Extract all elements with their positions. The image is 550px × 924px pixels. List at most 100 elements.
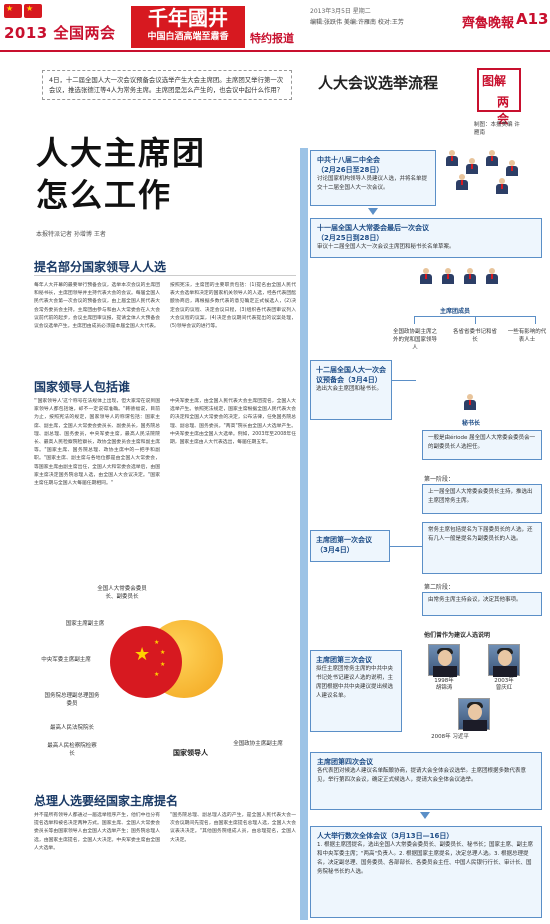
- step-desc: 选出大会主席团和秘书长。: [316, 386, 383, 392]
- step-title: 主席团第一次会议: [316, 536, 372, 544]
- org-cppcc-chair: 全国政协主席副主席: [233, 741, 283, 747]
- photo-year: 2003年: [494, 678, 514, 684]
- phase-2-tag: 第二阶段：: [424, 584, 455, 591]
- photo-caption: 1998年 胡锦涛: [424, 678, 464, 692]
- org-npc-chair: 全国人大常委会委员长、副委员长: [97, 586, 147, 600]
- state-leaders-label: 国家领导人: [173, 749, 208, 757]
- step-desc: 各代表团对候选人建议名单酝酿协商，提请大会全体会议选举。主席团根据多数代表意见，…: [317, 768, 527, 783]
- presidium-member-3: 一些有影响的代表人士: [507, 329, 547, 343]
- body-text-1a: 每年人大开幕的最要举行预备会议，选举本次会议的主席团和秘书长，主席团领导并主持代…: [34, 283, 160, 330]
- logo-text-b: 两会: [497, 95, 510, 126]
- person-icon: [466, 158, 478, 174]
- body-text-3a: 并不是所有领导人都通过一届选举程序产生，他们中也分有提名选举和被名决定两种方式。…: [34, 813, 160, 851]
- connector: [475, 316, 476, 324]
- section-title: 2013 全国两会: [4, 24, 116, 42]
- connector: [392, 380, 416, 381]
- photo-caption: 2003年 曾庆红: [484, 678, 524, 692]
- page-header: ★ ★ 2013 全国两会 千年國井 中国白酒高端至肅香 特约报道 2013年3…: [0, 0, 550, 52]
- portrait-photo: [488, 644, 520, 677]
- person-icon: [456, 174, 468, 190]
- photo-year: 1998年: [434, 678, 454, 684]
- presidium-label: 主席团成员: [440, 308, 471, 315]
- photo-name: 曾庆红: [495, 685, 513, 691]
- body-text-2b: 中央军委主席，由全国人民代表大会主席团提名，全国人大选举产生。依照宪法规定，国家…: [170, 399, 296, 446]
- org-premier: 国务院总理副总理国务委员: [44, 693, 100, 707]
- step-desc: 审议十二届全国人大一次会议主席团和秘书长名单草案。: [317, 244, 455, 250]
- photo-name: 习近平: [452, 734, 469, 740]
- presidium-member-1: 全国政协副主席之外的党和国家领导人: [392, 329, 437, 351]
- step-desc: 1. 根据主席团提名，选出全国人大常委会委员长、副委员长、秘书长；国家主席、副主…: [317, 842, 533, 875]
- flow-step-3: 十二届全国人大一次会议预备会（3月4日） 选出大会主席团和秘书长。: [310, 360, 392, 420]
- subheading-2: 国家领导人包括谁: [34, 380, 131, 394]
- body-text-1b: 按照宪法，主席团的主要职责包括：(1)提名由全国人民代表大会选举和决定的国家机关…: [170, 283, 296, 330]
- flow-arrow: [368, 208, 378, 215]
- flow-step-4: 主席团第一次会议 （3月4日）: [310, 530, 390, 562]
- headline-line-1: 人大主席团: [36, 134, 207, 172]
- headline-line-2: 怎么工作: [36, 176, 173, 214]
- flow-step-7: 人大举行数次全体会议（3月13日—16日） 1. 根据主席团提名，选出全国人大常…: [310, 826, 542, 918]
- photo-year: 2008年: [431, 734, 451, 740]
- editors-line: 编辑:张跃伟 美编:许雁南 校对:王芳: [310, 19, 404, 26]
- org-state-president: 国家主席副主席: [65, 621, 105, 627]
- org-court-president: 最高人民法院院长: [49, 725, 94, 731]
- portrait-photo: [428, 644, 460, 677]
- connector: [535, 316, 536, 324]
- page-number: A13: [516, 10, 549, 28]
- step-title: 十二届全国人大一次会议预备会（3月4日）: [316, 366, 386, 384]
- person-icon: [446, 150, 458, 166]
- divider: [34, 275, 296, 276]
- brand-name: 千年國井: [148, 6, 228, 30]
- special-report-label: 特约报道: [250, 32, 294, 45]
- person-icon: [464, 394, 476, 410]
- org-procurator: 最高人民检察院检察长: [47, 743, 97, 757]
- connector: [414, 316, 415, 324]
- person-icon: [420, 268, 432, 284]
- flow-arrow: [420, 812, 430, 819]
- star-icon: ★: [160, 649, 166, 656]
- phase-1b-desc: 常务主席包括提名为下届委员长的人选，还有几人一般是提名为副委员长的人选。: [428, 527, 533, 542]
- subheading-1: 提名部分国家领导人人选: [34, 260, 167, 274]
- subheading-3: 总理人选要经国家主席提名: [34, 794, 179, 808]
- star-icon: ★: [154, 639, 160, 646]
- portrait-photo: [458, 698, 490, 731]
- step-title: 中共十八届二中全会: [317, 156, 380, 164]
- intro-paragraph: 4日，十二届全国人大一次会议预备会议选举产生大会主席团。主席团又举行第一次会议，…: [42, 70, 292, 100]
- phase-1-desc: 上一届全国人大常委会委员长主持，推选出主席团常务主席。: [428, 489, 533, 504]
- star-icon: ★: [134, 644, 151, 665]
- byline: 本报特派记者 孙增博 王者: [36, 231, 106, 238]
- step-date: （2月25日到28日）: [317, 234, 384, 242]
- photos-heading: 他们曾作为建议人选说明: [424, 632, 491, 639]
- illustration-logo: 图解 两会: [477, 68, 521, 126]
- flow-step-1: 中共十八届二中全会 （2月26日至28日） 讨论国家机构领导人员建议人选，并将名…: [310, 150, 436, 206]
- step-desc: 拟任主席团常务主席的中共中央书记处书记建议人选的说明，主席团根据中共中央建议提出…: [316, 666, 394, 699]
- flag-icons: ★ ★: [4, 4, 44, 22]
- star-icon: ★: [160, 661, 166, 668]
- body-text-3b: "国务院总理、副总理人选的产生，是全国人民代表大会一次会议期间先提名，由国家主席…: [170, 813, 296, 843]
- flow-rail: [300, 148, 308, 920]
- flag-icon: ★: [4, 4, 22, 18]
- step-title: 主席团第三次会议: [316, 656, 372, 664]
- person-icon: [486, 150, 498, 166]
- secretary-desc: 一般是由ériode 届全国人大常委会委员会一的副委员长人选担任。: [428, 435, 536, 450]
- step-date: （3月4日）: [316, 546, 354, 554]
- person-icon: [464, 268, 476, 284]
- step-title: 主席团第四次会议: [317, 758, 373, 766]
- star-icon: ★: [154, 671, 160, 678]
- phase-1-box: 上一届全国人大常委会委员长主持，推选出主席团常务主席。: [422, 484, 542, 514]
- secretary-label: 秘书长: [462, 420, 481, 427]
- flow-step-6: 主席团第四次会议 各代表团对候选人建议名单酝酿协商，提请大会全体会议选举。主席团…: [310, 752, 542, 810]
- org-cmc-chair: 中央军委主席副主席: [41, 657, 91, 663]
- date-line: 2013年3月5日 星期二: [310, 8, 371, 15]
- phase-1-tag: 第一阶段：: [424, 476, 455, 483]
- step-date: （2月26日至28日）: [317, 166, 384, 174]
- paper-name: 齊魯晚報: [462, 16, 515, 31]
- connector: [390, 546, 422, 547]
- phase-2-box: 由常务主席主持会议，决定其他事项。: [422, 592, 542, 616]
- logo-text-a: 图解: [482, 74, 507, 88]
- flow-title: 人大会议选举流程: [318, 74, 439, 92]
- step-title: 人大举行数次全体会议（3月13日—16日）: [317, 832, 454, 840]
- person-icon: [506, 160, 518, 176]
- phase-1b-box: 常务主席包括提名为下届委员长的人选，还有几人一般是提名为副委员长的人选。: [422, 522, 542, 574]
- illustration-credit: 制图：本报美编 许雁南: [474, 122, 520, 136]
- secretary-box: 一般是由ériode 届全国人大常委会委员会一的副委员长人选担任。: [422, 430, 542, 460]
